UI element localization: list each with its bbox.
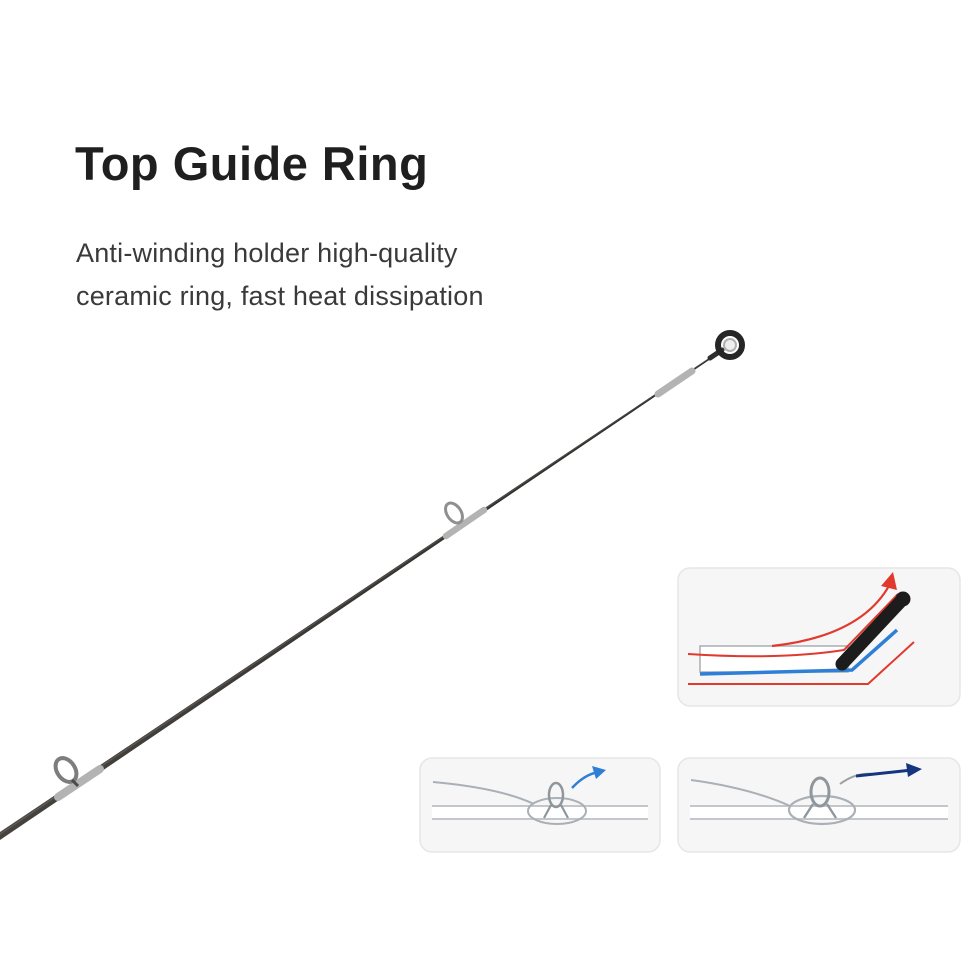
guide-frame-leg <box>70 778 80 788</box>
line-loop <box>787 794 857 826</box>
rod-blank-schematic <box>699 645 849 673</box>
rod-blank-schematic <box>690 806 948 819</box>
release-arrow-navy <box>855 768 913 778</box>
line-loop <box>527 797 587 825</box>
subtitle-line-1: Anti-winding holder high-quality <box>76 238 458 268</box>
subtitle-line-2: ceramic ring, fast heat dissipation <box>76 281 484 311</box>
release-arrow-red <box>771 583 891 648</box>
incoming-line <box>432 781 535 805</box>
guide-foot-wrap <box>654 367 696 398</box>
tip-guide-ring <box>654 330 745 398</box>
guide-feet <box>543 804 569 819</box>
guide-frame-ring <box>895 591 911 607</box>
line-path-red-mid <box>687 593 899 658</box>
guide-ring-frame <box>715 330 745 360</box>
rod-blank <box>0 352 718 840</box>
release-arrowhead-red-icon <box>881 572 897 590</box>
guide-ring-loop <box>444 501 464 525</box>
page-title: Top Guide Ring <box>75 137 429 190</box>
inset-guide-frame-diagram <box>677 567 961 707</box>
release-arrowhead-blue-icon <box>592 766 606 779</box>
line-path-blue <box>699 628 899 676</box>
guide-feet <box>802 803 838 819</box>
butt-guide-ring <box>53 756 104 801</box>
rod-highlight <box>0 352 718 835</box>
rod-blank-schematic <box>432 806 648 819</box>
subtitle: Anti-winding holder high-quality ceramic… <box>76 232 484 318</box>
guide-ring-schematic <box>809 776 831 808</box>
inset-line-release-right <box>677 757 961 853</box>
inset-line-release-left <box>419 757 661 853</box>
ceramic-ring-insert <box>723 338 737 352</box>
fishing-rod <box>0 352 718 840</box>
guide-foot-wrap <box>54 765 104 801</box>
incoming-line <box>690 779 791 807</box>
guide-foot-wrap <box>442 506 488 540</box>
release-arrowhead-navy-icon <box>906 763 922 777</box>
guide-frame-bar <box>835 595 907 671</box>
line-path-red-low <box>688 641 915 685</box>
mid-guide-ring <box>442 501 488 540</box>
guide-ring-schematic <box>547 781 565 809</box>
